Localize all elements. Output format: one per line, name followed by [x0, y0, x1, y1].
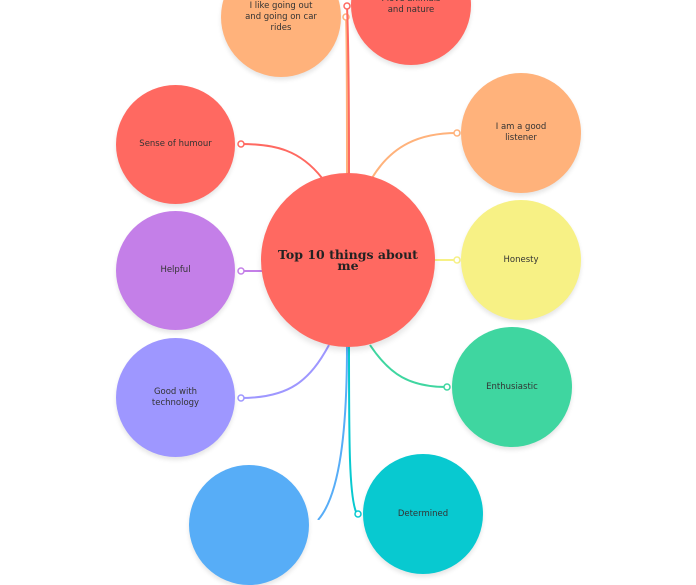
topic-determined-label: Determined — [397, 509, 449, 519]
connector-handle-enthusiastic[interactable] — [443, 383, 451, 391]
connector-handle-listener[interactable] — [453, 129, 461, 137]
connector-determined — [348, 345, 358, 515]
connector-handle-honesty[interactable] — [453, 256, 461, 264]
topic-unnamed-blue[interactable] — [189, 465, 309, 585]
connector-enthusiastic — [369, 344, 448, 388]
connector-handle-determined[interactable] — [354, 510, 362, 518]
connector-animals — [346, 5, 350, 176]
topic-helpful[interactable]: Helpful — [116, 211, 235, 330]
topic-car-rides-label: I like going out and going on car rides — [245, 0, 317, 33]
central-topic-label: Top 10 things about me — [278, 247, 418, 273]
topic-honesty-label: Honesty — [503, 254, 539, 265]
topic-helpful-label: Helpful — [160, 265, 191, 275]
topic-enthusiastic-label: Enthusiastic — [486, 381, 538, 392]
topic-technology-label: Good with technology — [151, 386, 200, 408]
mind-map-connectors — [237, 2, 461, 520]
connector-car-rides — [345, 16, 348, 176]
connector-handle-technology[interactable] — [237, 394, 245, 402]
topic-listener-label: I am a good listener — [495, 122, 547, 143]
topic-technology[interactable]: Good with technology — [116, 338, 235, 457]
connector-handle-humour[interactable] — [237, 140, 245, 148]
connector-handle-animals[interactable] — [343, 2, 351, 10]
topic-honesty[interactable]: Honesty — [461, 200, 581, 320]
topic-humour[interactable]: Sense of humour — [116, 85, 235, 204]
topic-humour-label: Sense of humour — [139, 139, 212, 149]
topic-listener[interactable]: I am a good listener — [461, 73, 581, 193]
connector-listener — [371, 132, 458, 179]
topic-enthusiastic[interactable]: Enthusiastic — [452, 327, 572, 447]
connector-unnamed-blue — [317, 345, 348, 520]
topic-determined[interactable]: Determined — [363, 454, 483, 574]
connector-technology — [240, 344, 330, 399]
central-topic[interactable]: Top 10 things about me — [261, 173, 435, 347]
topic-animals-label: I love animals and nature — [382, 0, 441, 15]
connector-humour — [240, 143, 323, 179]
connector-handle-helpful[interactable] — [237, 267, 245, 275]
